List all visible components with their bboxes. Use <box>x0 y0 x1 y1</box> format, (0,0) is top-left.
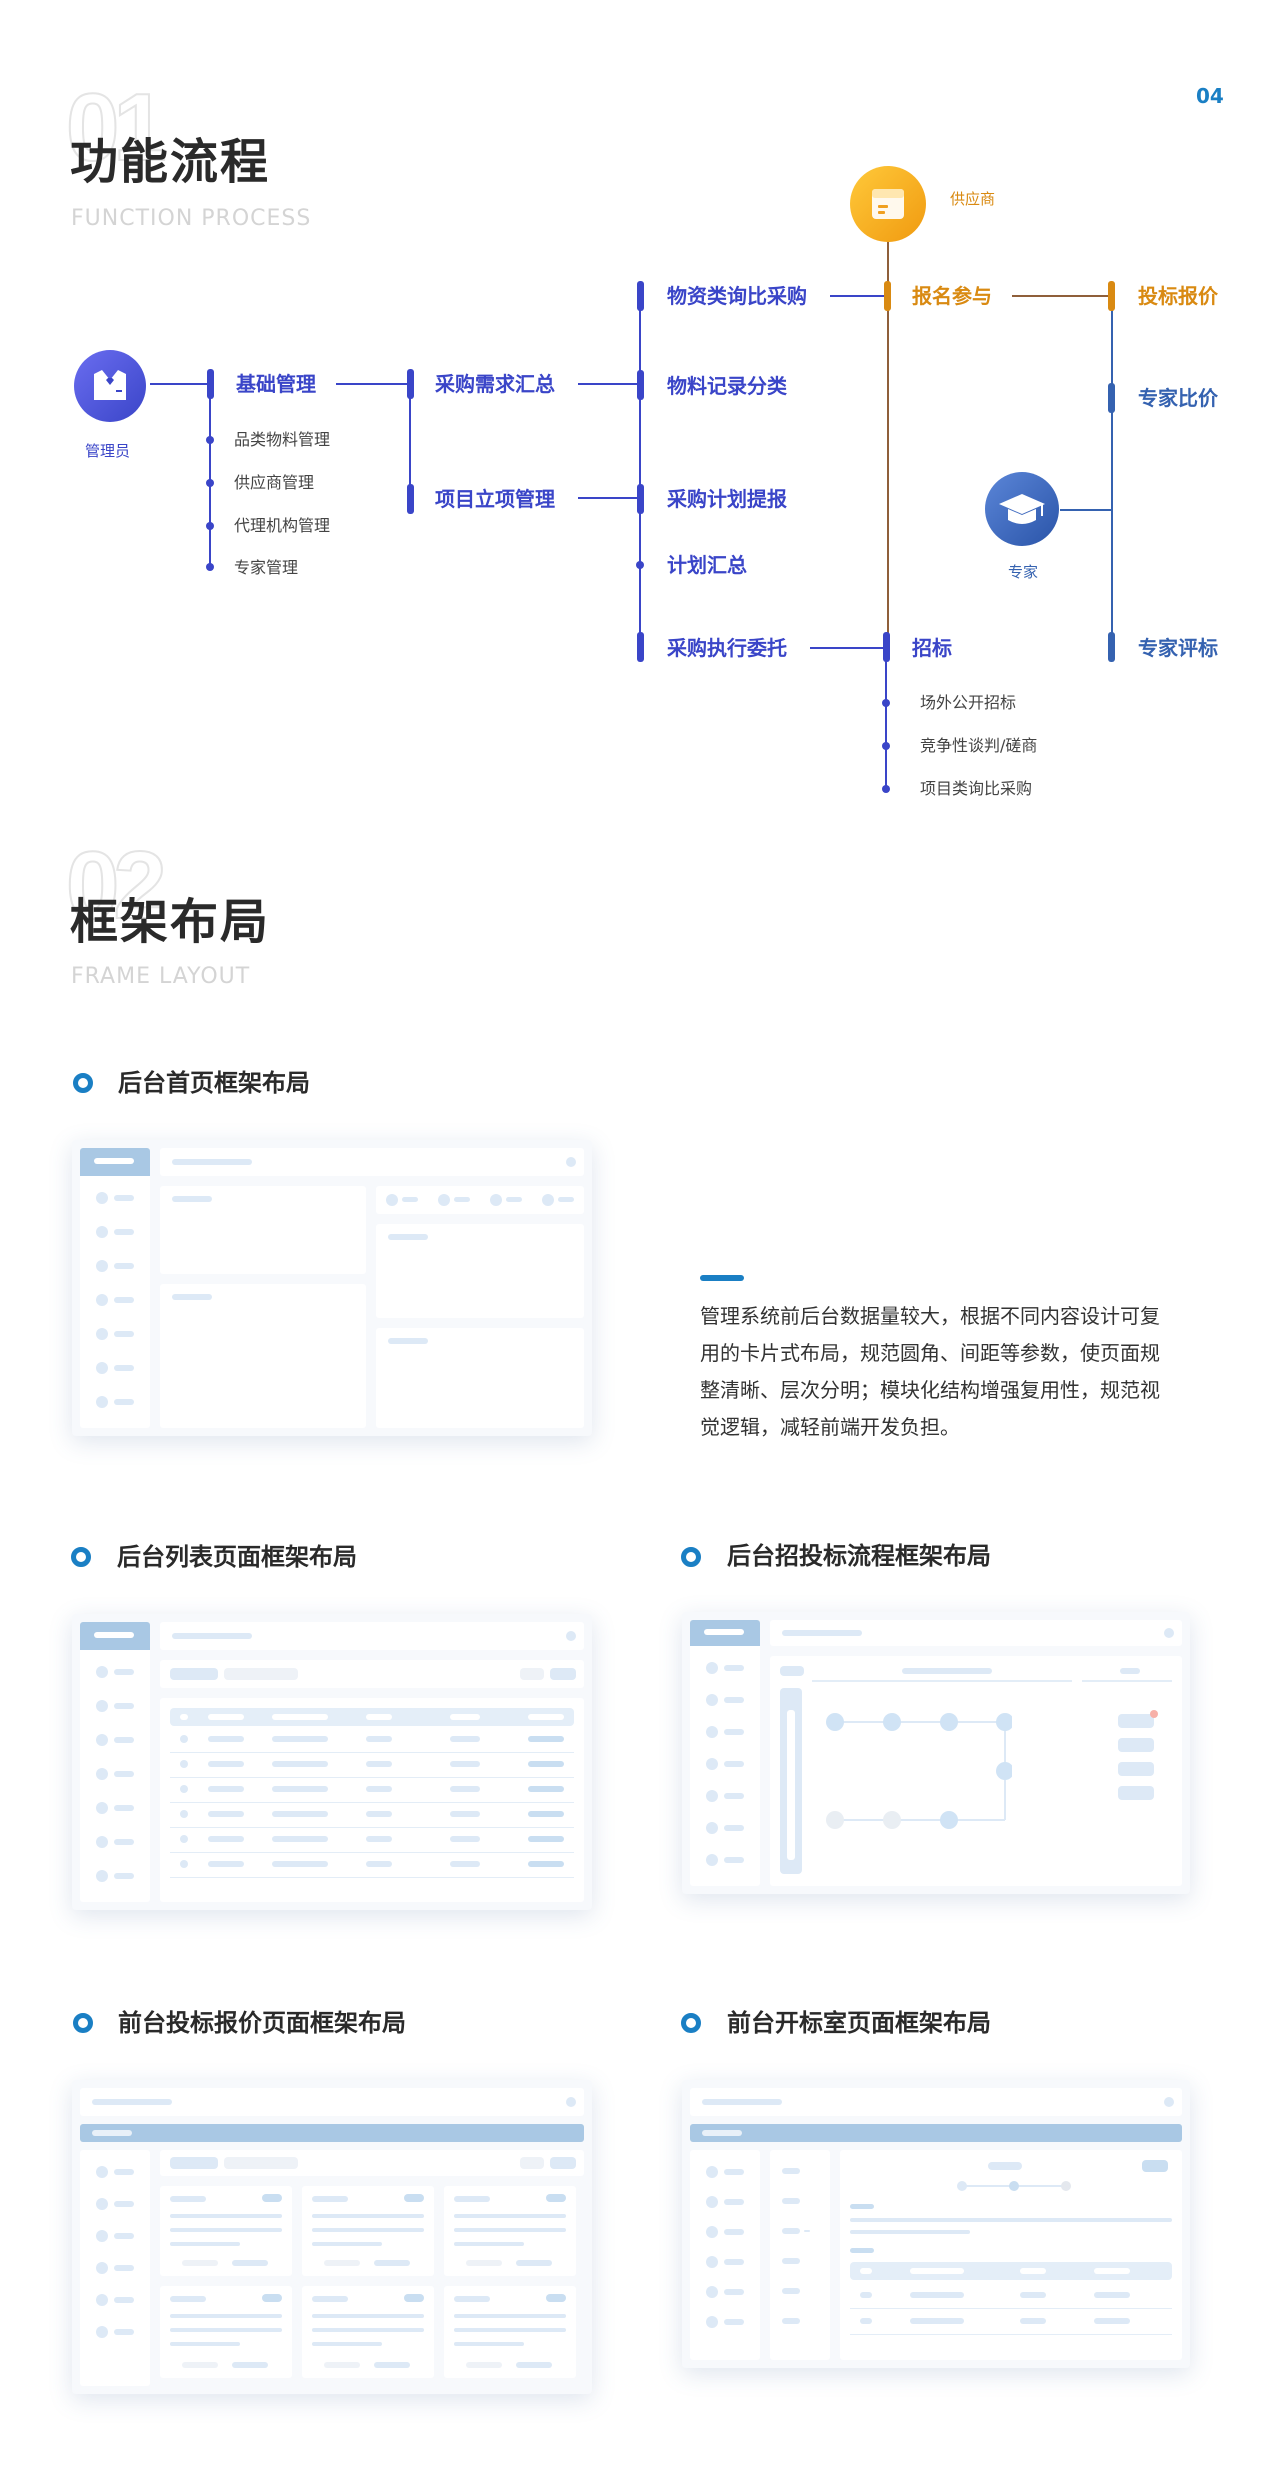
layout-title-quote: 前台投标报价页面框架布局 <box>118 2009 406 2037</box>
accent-bar <box>700 1275 744 1281</box>
node-plan-report: 采购计划提报 <box>667 487 787 511</box>
wireframe-opening <box>682 2080 1190 2368</box>
section-number: 01 <box>65 74 168 181</box>
layout-title-process: 后台招投标流程框架布局 <box>727 1542 991 1570</box>
layout-title-list: 后台列表页面框架布局 <box>117 1543 357 1571</box>
tender-child: 场外公开招标 <box>920 693 1017 712</box>
supplier-icon <box>850 166 926 242</box>
bullet-icon <box>681 1547 701 1567</box>
page-number: 04 <box>1196 84 1224 108</box>
node-tender: 招标 <box>912 636 952 660</box>
role-supplier: 供应商 <box>950 190 996 208</box>
bullet-icon <box>681 2013 701 2033</box>
section-number: 02 <box>65 832 168 939</box>
section-subtitle: FRAME LAYOUT <box>71 964 251 989</box>
node-expert-compare: 专家比价 <box>1138 386 1218 410</box>
bullet-icon <box>73 2013 93 2033</box>
bullet-icon <box>73 1073 93 1093</box>
wireframe-quote <box>72 2080 592 2394</box>
node-plan-summary: 计划汇总 <box>667 553 747 577</box>
wireframe-home <box>72 1140 592 1436</box>
node-base-mgmt: 基础管理 <box>236 372 316 396</box>
flow-node-markers <box>207 281 1115 662</box>
role-admin: 管理员 <box>85 442 131 460</box>
tender-child: 竞争性谈判/磋商 <box>920 736 1038 755</box>
node-expert-review: 专家评标 <box>1138 636 1218 660</box>
node-material-classify: 物料记录分类 <box>667 374 787 398</box>
node-demand-summary: 采购需求汇总 <box>435 372 555 396</box>
section-title: 框架布局 <box>70 894 271 950</box>
base-child: 代理机构管理 <box>234 516 331 535</box>
node-exec-entrust: 采购执行委托 <box>667 636 787 660</box>
node-register: 报名参与 <box>912 284 992 308</box>
layout-title-opening: 前台开标室页面框架布局 <box>727 2009 991 2037</box>
base-child: 专家管理 <box>234 558 299 577</box>
wireframe-list <box>72 1614 592 1910</box>
base-child: 品类物料管理 <box>234 430 331 449</box>
layout-description: 管理系统前后台数据量较大，根据不同内容设计可复用的卡片式布局，规范圆角、间距等参… <box>700 1304 1160 1439</box>
wireframe-process <box>682 1612 1190 1894</box>
tender-child: 项目类询比采购 <box>920 779 1033 798</box>
section-title: 功能流程 <box>70 134 271 190</box>
node-bid-quote: 投标报价 <box>1138 284 1218 308</box>
expert-icon <box>985 472 1059 546</box>
base-child: 供应商管理 <box>234 473 315 492</box>
node-material-inquiry: 物资类询比采购 <box>667 284 807 308</box>
bullet-icon <box>71 1547 91 1567</box>
section-subtitle: FUNCTION PROCESS <box>71 206 312 231</box>
layout-title-home: 后台首页框架布局 <box>118 1069 310 1097</box>
admin-icon <box>74 350 146 422</box>
node-project-setup: 项目立项管理 <box>435 487 555 511</box>
role-expert: 专家 <box>1008 563 1039 581</box>
